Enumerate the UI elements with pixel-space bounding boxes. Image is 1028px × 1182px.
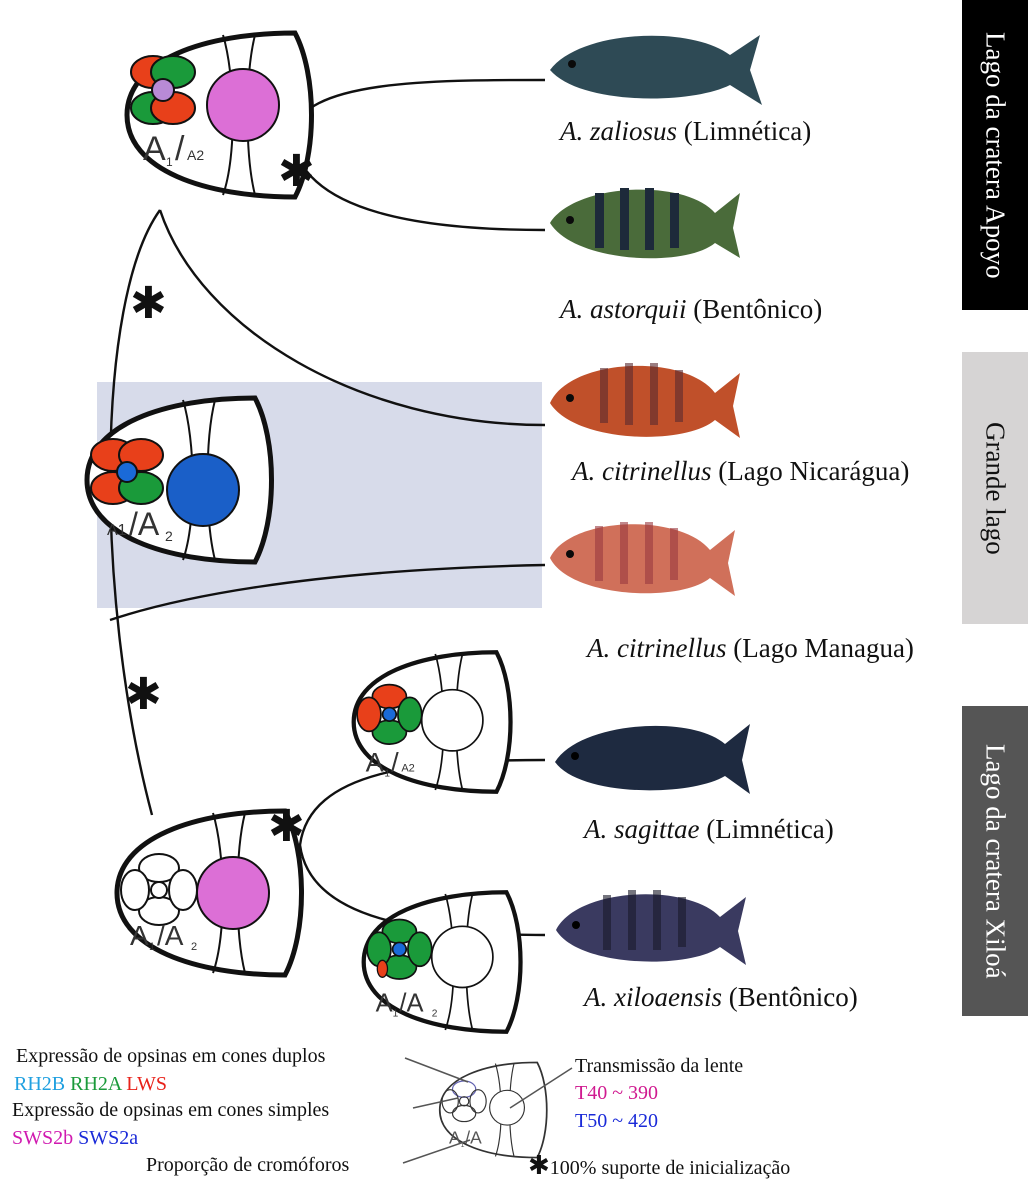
species-label: A. citrinellus (Lago Nicarágua): [572, 458, 909, 485]
svg-text:/A: /A: [157, 920, 184, 951]
legend-lens-title: Transmissão da lente: [575, 1056, 743, 1076]
svg-text:A2: A2: [401, 762, 415, 774]
branch-astorquii: [292, 135, 545, 230]
lake-banner-xiloa: Lago da cratera Xiloá: [962, 706, 1028, 1016]
support-star-3: ✱: [125, 673, 162, 717]
lake-label: Grande lago: [982, 422, 1009, 555]
svg-text:A: A: [366, 746, 385, 777]
svg-text:2: 2: [191, 941, 197, 953]
species-label: A. zaliosus (Limnética): [560, 118, 811, 145]
legend-double-cones-title: Expressão de opsinas em cones duplos: [16, 1046, 325, 1066]
species-label: A. astorquii (Bentônico): [560, 296, 822, 323]
svg-text:A1: A1: [107, 522, 127, 539]
bootstrap-star-icon: ✱: [528, 1151, 550, 1181]
legend-single-cones-items: SWS2b SWS2a: [12, 1128, 138, 1148]
svg-text:2: 2: [432, 1008, 438, 1019]
fish-citrinellus-managua: [550, 522, 735, 596]
species-label: A. xiloaensis (Bentônico): [584, 984, 858, 1011]
svg-text:A: A: [143, 130, 166, 168]
legend-lens-t40: T40 ~ 390: [575, 1083, 658, 1103]
lake-label: Lago da cratera Apoyo: [982, 32, 1009, 279]
svg-text:A2: A2: [187, 147, 204, 163]
fish-sagittae: [555, 724, 750, 794]
eye-sagittae: A 1 / A2: [354, 652, 511, 791]
svg-text:/A: /A: [465, 1128, 482, 1148]
legend-double-cones-items: RH2B RH2A LWS: [14, 1074, 167, 1094]
branch-apoyo-split: [292, 80, 545, 135]
eye-xiloaensis: A 1 /A 2: [364, 892, 521, 1031]
lake-banner-great: Grande lago: [962, 352, 1028, 624]
legend-lens-t50: T50 ~ 420: [575, 1111, 658, 1131]
species-label: A. sagittae (Limnética): [584, 816, 834, 843]
svg-text:1: 1: [393, 1008, 399, 1019]
support-star-4: ✱: [268, 805, 305, 849]
svg-text:A: A: [130, 920, 149, 951]
lake-banner-apoyo: Lago da cratera Apoyo: [962, 0, 1028, 310]
svg-text:/: /: [391, 746, 399, 777]
svg-text:1: 1: [166, 155, 173, 169]
svg-text:/A: /A: [129, 506, 160, 542]
support-star-1: ✱: [278, 150, 315, 194]
legend-chromophore-title: Proporção de cromóforos: [146, 1155, 349, 1175]
svg-text:2: 2: [165, 528, 173, 544]
svg-text:A: A: [376, 989, 393, 1017]
species-label: A. citrinellus (Lago Managua): [587, 635, 914, 662]
fish-astorquii: [550, 188, 740, 258]
fish-zaliosus: [550, 35, 762, 105]
svg-text:/: /: [175, 130, 185, 168]
support-star-2: ✱: [130, 282, 167, 326]
legend-bootstrap: ✱100% suporte de inicialização: [528, 1153, 790, 1179]
svg-text:1: 1: [384, 768, 390, 779]
legend-single-cones-title: Expressão de opsinas em cones simples: [12, 1100, 329, 1120]
svg-text:1: 1: [149, 941, 155, 953]
lake-label: Lago da cratera Xiloá: [982, 744, 1009, 979]
svg-text:/A: /A: [399, 989, 423, 1017]
fish-citrinellus-nicaragua: [550, 363, 740, 438]
fish-xiloaensis: [556, 890, 746, 965]
